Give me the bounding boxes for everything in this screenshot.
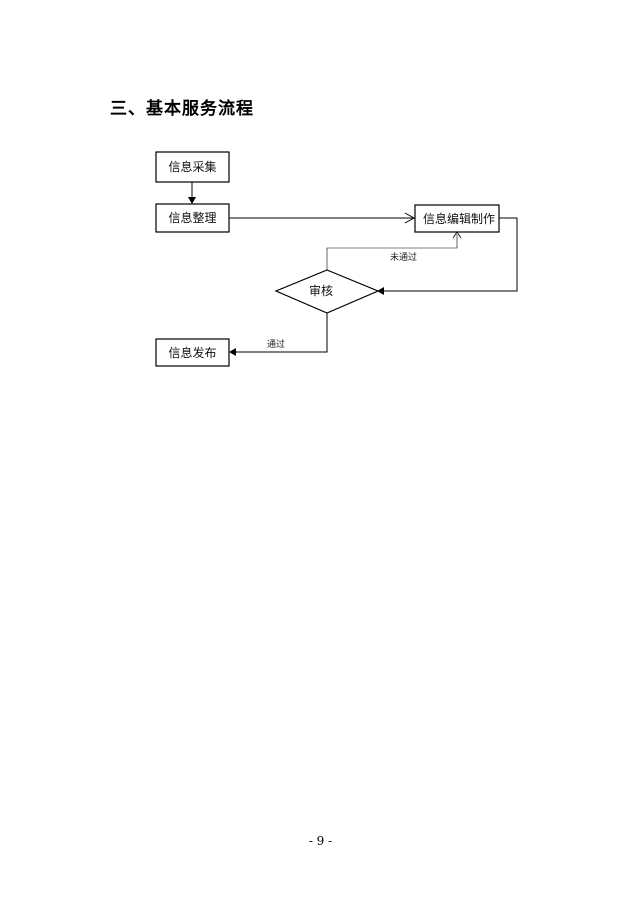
- node-info-organize: 信息整理: [155, 203, 230, 233]
- section-title: 三、基本服务流程: [110, 99, 254, 119]
- edge-edit-to-review: [377, 217, 518, 295]
- edge-organize-to-edit: [229, 212, 416, 224]
- node-info-edit-label: 信息编辑制作: [423, 211, 495, 226]
- page-number: - 9 -: [308, 834, 333, 848]
- edge-review-approved: 通过: [229, 313, 328, 356]
- node-info-collect: 信息采集: [155, 151, 230, 183]
- node-info-collect-label: 信息采集: [168, 159, 216, 174]
- node-review-label: 审核: [309, 283, 333, 298]
- node-info-organize-label: 信息整理: [168, 210, 216, 225]
- node-review-diamond: 审核: [274, 269, 380, 314]
- edge-review-rejected: 未通过: [326, 231, 462, 270]
- edge-label-rejected: 未通过: [390, 251, 417, 263]
- edge-collect-to-organize: [188, 182, 196, 204]
- node-info-publish: 信息发布: [155, 338, 230, 367]
- edge-label-approved: 通过: [267, 338, 285, 350]
- node-info-edit: 信息编辑制作: [414, 204, 500, 233]
- node-info-publish-label: 信息发布: [168, 345, 216, 360]
